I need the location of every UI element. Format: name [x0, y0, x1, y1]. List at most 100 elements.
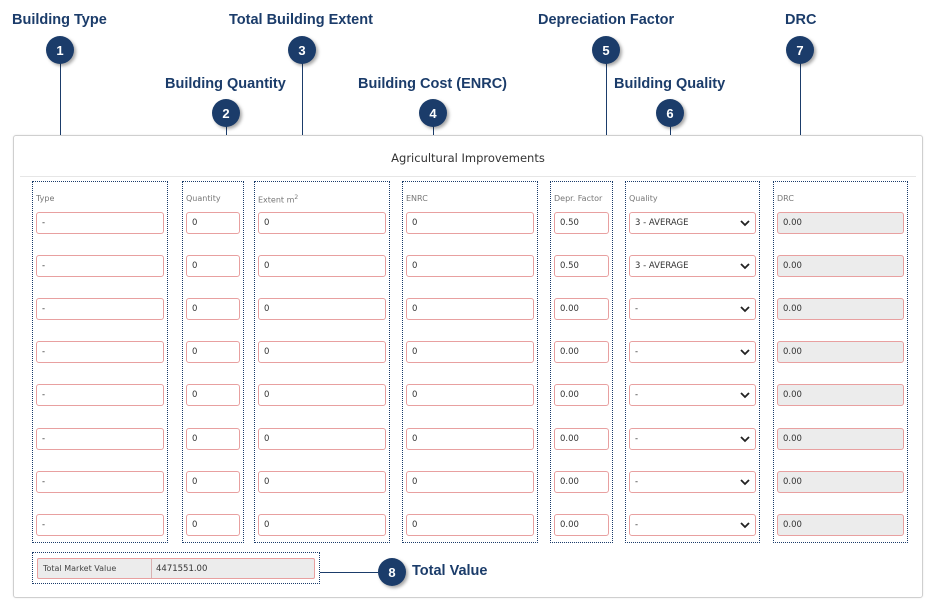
- drc-value: 0.00: [783, 261, 802, 271]
- extent-input-1[interactable]: 0: [258, 212, 386, 234]
- callout-connector-5: [606, 62, 607, 200]
- quantity-value: 0: [192, 304, 198, 314]
- quantity-input-1[interactable]: 0: [186, 212, 240, 234]
- column-header-depr: Depr. Factor: [554, 194, 602, 203]
- depr-input-8[interactable]: 0.00: [554, 514, 609, 536]
- extent-input-7[interactable]: 0: [258, 471, 386, 493]
- depr-input-1[interactable]: 0.50: [554, 212, 609, 234]
- type-value: -: [42, 304, 46, 314]
- quality-select-7[interactable]: -: [629, 471, 756, 493]
- quality-select-3[interactable]: -: [629, 298, 756, 320]
- type-value: -: [42, 347, 46, 357]
- depr-input-4[interactable]: 0.00: [554, 341, 609, 363]
- enrc-input-5[interactable]: 0: [406, 384, 534, 406]
- type-input-2[interactable]: -: [36, 255, 164, 277]
- enrc-input-1[interactable]: 0: [406, 212, 534, 234]
- type-input-4[interactable]: -: [36, 341, 164, 363]
- extent-input-3[interactable]: 0: [258, 298, 386, 320]
- extent-value: 0: [264, 434, 270, 444]
- enrc-value: 0: [412, 390, 418, 400]
- drc-input-5: 0.00: [777, 384, 904, 406]
- enrc-input-7[interactable]: 0: [406, 471, 534, 493]
- type-value: -: [42, 520, 46, 530]
- type-value: -: [42, 390, 46, 400]
- quantity-value: 0: [192, 218, 198, 228]
- type-input-8[interactable]: -: [36, 514, 164, 536]
- type-input-3[interactable]: -: [36, 298, 164, 320]
- quality-select-5[interactable]: -: [629, 384, 756, 406]
- callout-connector-1: [60, 62, 61, 193]
- column-quantity: Quantity 0 0 0 0 0 0 0 0: [182, 181, 244, 543]
- quality-value: -: [635, 304, 639, 314]
- callout-label-drc: DRC: [785, 12, 817, 28]
- extent-input-6[interactable]: 0: [258, 428, 386, 450]
- quantity-input-7[interactable]: 0: [186, 471, 240, 493]
- enrc-input-6[interactable]: 0: [406, 428, 534, 450]
- quantity-value: 0: [192, 261, 198, 271]
- callout-label-depreciation-factor: Depreciation Factor: [538, 12, 675, 28]
- quantity-input-2[interactable]: 0: [186, 255, 240, 277]
- quantity-input-6[interactable]: 0: [186, 428, 240, 450]
- enrc-input-2[interactable]: 0: [406, 255, 534, 277]
- extent-value: 0: [264, 261, 270, 271]
- total-market-value-label: Total Market Value: [38, 559, 152, 578]
- chevron-down-icon: [739, 390, 751, 400]
- extent-input-5[interactable]: 0: [258, 384, 386, 406]
- extent-value: 0: [264, 477, 270, 487]
- enrc-input-4[interactable]: 0: [406, 341, 534, 363]
- panel-divider: [20, 176, 916, 177]
- callout-badge-8: 8: [378, 558, 406, 586]
- column-depreciation-factor: Depr. Factor 0.50 0.50 0.00 0.00 0.00 0.00 0.00…: [550, 181, 613, 543]
- depr-input-2[interactable]: 0.50: [554, 255, 609, 277]
- quantity-input-8[interactable]: 0: [186, 514, 240, 536]
- total-market-value-field: Total Market Value 4471551.00: [37, 558, 315, 579]
- drc-value: 0.00: [783, 218, 802, 228]
- callout-label-building-cost: Building Cost (ENRC): [358, 76, 508, 92]
- extent-input-4[interactable]: 0: [258, 341, 386, 363]
- type-input-1[interactable]: -: [36, 212, 164, 234]
- quality-select-6[interactable]: -: [629, 428, 756, 450]
- depr-value: 0.00: [560, 477, 579, 487]
- depr-value: 0.50: [560, 218, 579, 228]
- enrc-input-8[interactable]: 0: [406, 514, 534, 536]
- type-input-7[interactable]: -: [36, 471, 164, 493]
- chevron-down-icon: [739, 304, 751, 314]
- callout-badge-3: 3: [288, 36, 316, 64]
- depr-input-6[interactable]: 0.00: [554, 428, 609, 450]
- enrc-value: 0: [412, 477, 418, 487]
- enrc-value: 0: [412, 520, 418, 530]
- type-input-5[interactable]: -: [36, 384, 164, 406]
- extent-input-2[interactable]: 0: [258, 255, 386, 277]
- type-value: -: [42, 218, 46, 228]
- type-value: -: [42, 477, 46, 487]
- total-market-value-value: 4471551.00: [156, 563, 208, 574]
- column-header-text: Quantity: [186, 194, 221, 203]
- quantity-input-3[interactable]: 0: [186, 298, 240, 320]
- callout-label-building-type: Building Type: [12, 12, 107, 28]
- quantity-input-4[interactable]: 0: [186, 341, 240, 363]
- callout-label-total-value: Total Value: [412, 563, 488, 579]
- column-header-text: Depr. Factor: [554, 194, 603, 203]
- column-header-drc: DRC: [777, 194, 794, 203]
- depr-input-7[interactable]: 0.00: [554, 471, 609, 493]
- quality-select-4[interactable]: -: [629, 341, 756, 363]
- quality-select-8[interactable]: -: [629, 514, 756, 536]
- extent-input-8[interactable]: 0: [258, 514, 386, 536]
- quality-select-1[interactable]: 3 - AVERAGE: [629, 212, 756, 234]
- depr-value: 0.00: [560, 434, 579, 444]
- extent-value: 0: [264, 520, 270, 530]
- depr-input-5[interactable]: 0.00: [554, 384, 609, 406]
- quality-select-2[interactable]: 3 - AVERAGE: [629, 255, 756, 277]
- quantity-input-5[interactable]: 0: [186, 384, 240, 406]
- enrc-input-3[interactable]: 0: [406, 298, 534, 320]
- type-input-6[interactable]: -: [36, 428, 164, 450]
- drc-value: 0.00: [783, 347, 802, 357]
- extent-value: 0: [264, 304, 270, 314]
- quantity-value: 0: [192, 520, 198, 530]
- depr-input-3[interactable]: 0.00: [554, 298, 609, 320]
- callout-badge-2: 2: [212, 99, 240, 127]
